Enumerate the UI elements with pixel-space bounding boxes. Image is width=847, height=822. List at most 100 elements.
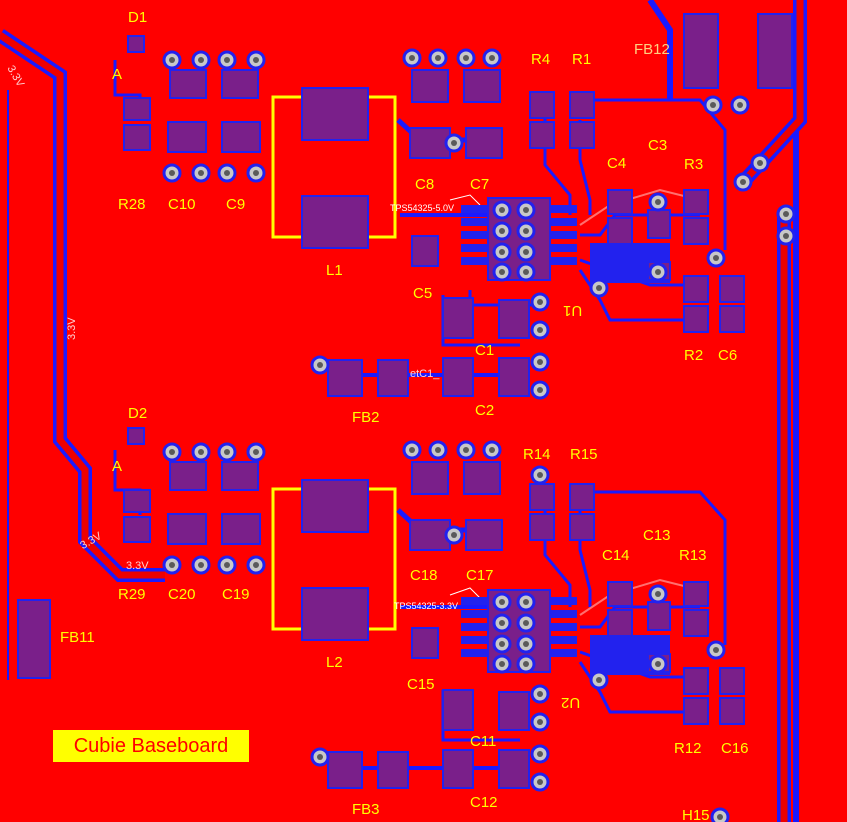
label-c18: C18 — [410, 567, 438, 584]
res-pad-3-2 — [569, 483, 595, 511]
res-pad-1-1 — [529, 91, 555, 119]
label-fb2: FB2 — [352, 409, 380, 426]
label-r28: R28 — [118, 196, 146, 213]
label-r4: R4 — [531, 51, 551, 68]
label-c9: C9 — [226, 196, 246, 213]
label-c14: C14 — [602, 547, 630, 564]
cap-pad-2-2 — [221, 461, 259, 491]
cap-pad-9-1 — [607, 189, 633, 215]
label-c4: C4 — [607, 155, 627, 172]
label-c20: C20 — [168, 586, 196, 603]
cap-pad-3-2 — [167, 513, 207, 545]
cap-pad-2-1 — [221, 69, 259, 99]
label-d1: D1 — [128, 9, 148, 26]
cap-pad-9-2 — [607, 581, 633, 607]
res-pad-2-1 — [529, 121, 555, 149]
cap-pad-17-1 — [498, 299, 530, 339]
inductor-pad-bot-1 — [301, 195, 369, 249]
ic-pin-right-2-2 — [551, 623, 577, 631]
ic-via-1-0-hole — [499, 207, 505, 213]
ic-pin-left-1-3 — [461, 244, 487, 252]
fb12-pad-2 — [757, 13, 793, 89]
ic-pin-right-1-2 — [551, 231, 577, 239]
ic-pin-right-1-4 — [551, 257, 577, 265]
label-c10: C10 — [168, 196, 196, 213]
ic-via-1-1-hole — [523, 207, 529, 213]
res-pad-7-2 — [683, 667, 709, 695]
label-c1: C1 — [475, 342, 495, 359]
cap-pad-18-1 — [498, 357, 530, 397]
ic-pin-left-2-0 — [461, 597, 487, 605]
cap-pad-10-1 — [607, 217, 633, 245]
res-pad-1-2 — [529, 483, 555, 511]
label-c2: C2 — [475, 402, 495, 419]
label-r3: R3 — [684, 156, 704, 173]
cap-pad-18-2 — [498, 749, 530, 789]
via-1-4-hole — [169, 170, 175, 176]
cap-pad-16-1 — [442, 297, 474, 339]
via-2-7-hole — [253, 562, 259, 568]
ic-via-2-1-hole — [523, 599, 529, 605]
cap-pad-13-2 — [719, 667, 745, 695]
fb11-pad — [17, 599, 51, 679]
via-2-13-hole — [655, 591, 661, 597]
cap-pad-15-2 — [411, 627, 439, 659]
via-2-10-hole — [463, 447, 469, 453]
res-pad-7-1 — [683, 275, 709, 303]
via-2-6-hole — [224, 562, 230, 568]
label-r15: R15 — [570, 446, 598, 463]
cap-pad-19-2 — [442, 749, 474, 789]
net-label-netc1: etC1_ — [410, 368, 440, 380]
ic-label-u1: TPS54325-5.0V — [390, 203, 455, 213]
res-pad-4-2 — [569, 513, 595, 541]
via-2-0-hole — [169, 449, 175, 455]
via-2-3-hole — [253, 449, 259, 455]
ic-pin-right-2-4 — [551, 649, 577, 657]
label-c19: C19 — [222, 586, 250, 603]
r14-via-hole — [537, 472, 543, 478]
fb12-pad-1 — [683, 13, 719, 89]
res-pad-3-1 — [569, 91, 595, 119]
ic-pin-right-1-1 — [551, 218, 577, 226]
fb12-via-1-hole — [710, 102, 716, 108]
ic-pin-right-1-0 — [551, 205, 577, 213]
label-r2: R2 — [684, 347, 704, 364]
label-l2: L2 — [326, 654, 343, 671]
ic-pin-right-1-3 — [551, 244, 577, 252]
label-h15: H15 — [682, 807, 710, 822]
cap-pad-14-1 — [719, 305, 745, 333]
pad-r-top-1 — [123, 124, 151, 151]
ic-via-2-2-hole — [499, 620, 505, 626]
cap-pad-16-2 — [442, 689, 474, 731]
cap-pad-7-2 — [409, 519, 451, 551]
label-c12: C12 — [470, 794, 498, 811]
label-a2: A — [112, 458, 123, 475]
label-c16: C16 — [721, 740, 749, 757]
cap-pad-5-2 — [411, 461, 449, 495]
via-1-8-hole — [409, 55, 415, 61]
label-c6: C6 — [718, 347, 738, 364]
ic-pin-right-2-1 — [551, 610, 577, 618]
cap-pad-11-1 — [647, 209, 671, 239]
via-1-0-hole — [169, 57, 175, 63]
res-pad-2-2 — [529, 513, 555, 541]
inductor-pad-top-1 — [301, 87, 369, 141]
ic-pin-left-2-4 — [461, 649, 487, 657]
label-c17: C17 — [466, 567, 494, 584]
res-pad-6-1 — [683, 217, 709, 245]
via-2-15-hole — [713, 647, 719, 653]
via-1-3-hole — [253, 57, 259, 63]
label-l1: L1 — [326, 262, 343, 279]
label-fb3: FB3 — [352, 801, 380, 818]
via-1-14-hole — [655, 269, 661, 275]
cap-pad-17-2 — [498, 691, 530, 731]
inductor-pad-bot-2 — [301, 587, 369, 641]
label-fb11: FB11 — [60, 629, 95, 646]
cap-pad-5-1 — [411, 69, 449, 103]
via-2-5-hole — [198, 562, 204, 568]
via-2-14-hole — [655, 661, 661, 667]
label-c8: C8 — [415, 176, 435, 193]
ic-pin-right-2-3 — [551, 636, 577, 644]
